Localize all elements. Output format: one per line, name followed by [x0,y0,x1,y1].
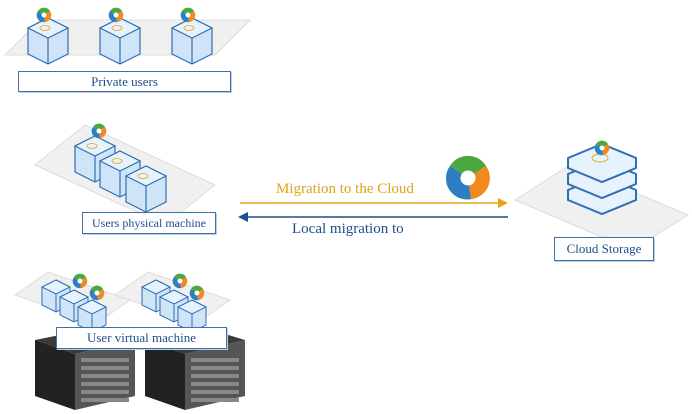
private-users-group [3,7,252,65]
virtual-machine-label: User virtual machine [56,327,227,349]
user-cube-icon [171,17,213,65]
trefoil-logo-icon [36,7,52,23]
cloud-storage-group [513,140,690,251]
user-cube-icon [27,17,69,65]
private-users-label: Private users [18,71,231,92]
physical-machine-label: Users physical machine [82,212,216,234]
trefoil-logo-icon [180,7,196,23]
cloud-storage-label: Cloud Storage [554,237,654,261]
trefoil-logo-icon [594,140,610,156]
virtual-machine-group [13,271,245,410]
trefoil-logo-icon [72,273,88,289]
migration-to-cloud-text: Migration to the Cloud [276,181,414,197]
local-migration-text: Local migration to [292,221,404,237]
trefoil-logo-icon [444,154,492,201]
migration-arrows [238,198,508,222]
trefoil-logo-icon [108,7,124,23]
user-cube-icon [125,165,167,213]
user-cube-icon [99,17,141,65]
trefoil-logo-icon [172,273,188,289]
trefoil-logo-icon [91,123,107,139]
physical-machine-group [34,123,216,226]
